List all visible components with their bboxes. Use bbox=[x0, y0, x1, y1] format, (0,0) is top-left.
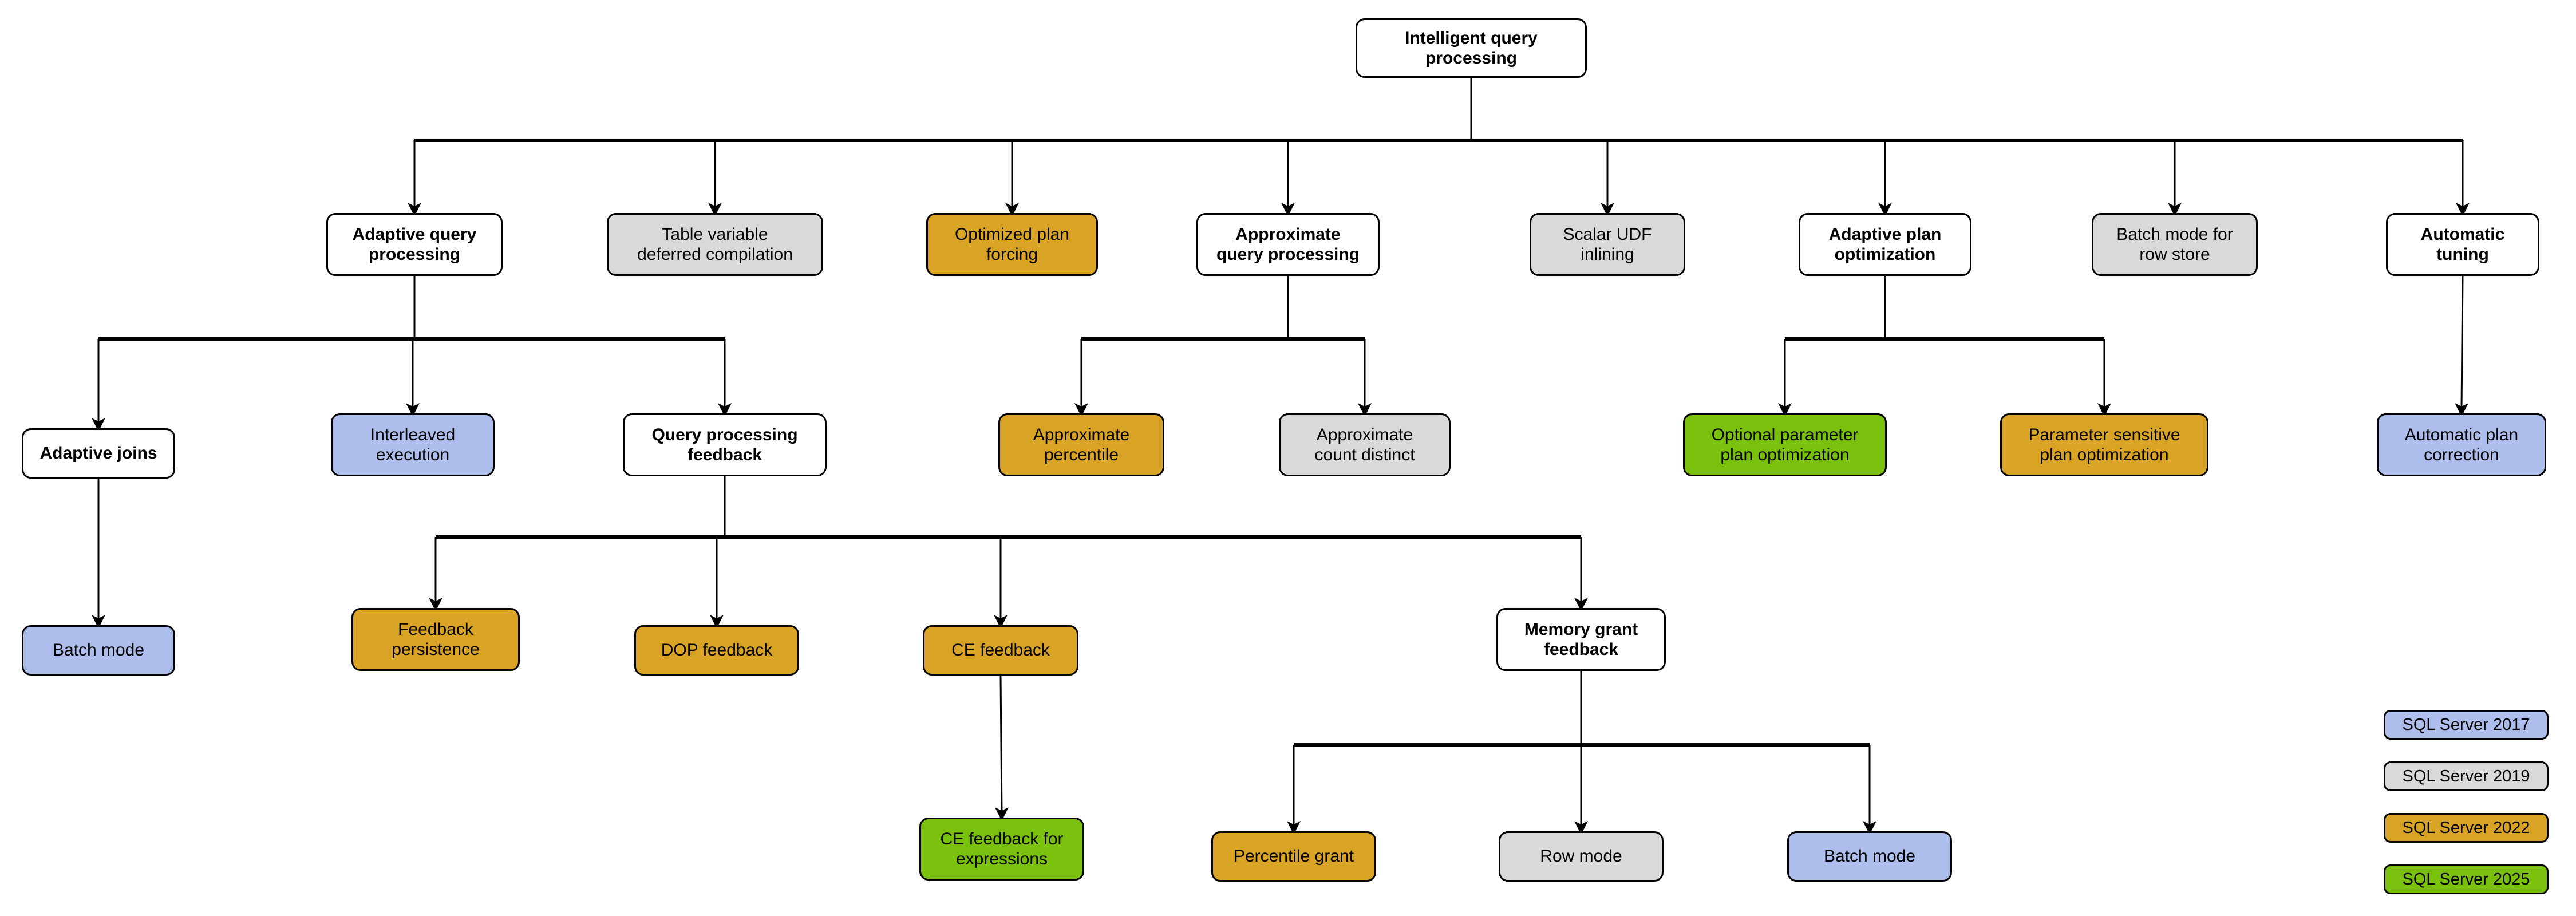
node-label: Approximate percentile bbox=[1033, 425, 1130, 464]
node-label: Table variable deferred compilation bbox=[637, 224, 793, 264]
node-label: Approximate query processing bbox=[1216, 224, 1360, 264]
node-approximate-query-processing[interactable]: Approximate query processing bbox=[1196, 213, 1380, 276]
node-label: Interleaved execution bbox=[370, 425, 456, 464]
legend-item-label: SQL Server 2017 bbox=[2402, 715, 2530, 734]
node-label: Batch mode bbox=[1823, 847, 1916, 866]
node-label: Optional parameter plan optimization bbox=[1711, 425, 1859, 464]
node-feedback-persistence[interactable]: Feedback persistence bbox=[351, 608, 520, 671]
node-batch-mode[interactable]: Batch mode bbox=[22, 625, 175, 676]
node-approximate-count-distinct[interactable]: Approximate count distinct bbox=[1279, 413, 1451, 476]
node-scalar-udf-inlining[interactable]: Scalar UDF inlining bbox=[1530, 213, 1685, 276]
legend-item-sql-server-2025: SQL Server 2025 bbox=[2384, 864, 2549, 894]
node-label: Automatic plan correction bbox=[2404, 425, 2519, 464]
node-row-mode[interactable]: Row mode bbox=[1499, 831, 1664, 882]
node-table-variable-deferred-compilation[interactable]: Table variable deferred compilation bbox=[607, 213, 823, 276]
node-label: Feedback persistence bbox=[392, 619, 480, 659]
node-label: Adaptive plan optimization bbox=[1828, 224, 1942, 264]
legend-item-sql-server-2017: SQL Server 2017 bbox=[2384, 710, 2549, 740]
node-percentile-grant[interactable]: Percentile grant bbox=[1211, 831, 1376, 882]
node-approximate-percentile[interactable]: Approximate percentile bbox=[998, 413, 1164, 476]
node-label: Memory grant feedback bbox=[1524, 619, 1638, 659]
node-root[interactable]: Intelligent query processing bbox=[1356, 18, 1587, 78]
node-ce-feedback-for-expressions[interactable]: CE feedback for expressions bbox=[919, 818, 1084, 881]
legend-item-label: SQL Server 2022 bbox=[2402, 818, 2530, 837]
node-adaptive-joins[interactable]: Adaptive joins bbox=[22, 428, 175, 479]
node-label: Batch mode for row store bbox=[2116, 224, 2233, 264]
node-label: Percentile grant bbox=[1233, 847, 1354, 866]
node-interleaved-execution[interactable]: Interleaved execution bbox=[331, 413, 495, 476]
node-adaptive-plan-optimization[interactable]: Adaptive plan optimization bbox=[1799, 213, 1971, 276]
node-memory-grant-feedback[interactable]: Memory grant feedback bbox=[1496, 608, 1666, 671]
node-label: Adaptive query processing bbox=[352, 224, 477, 264]
node-label: Optimized plan forcing bbox=[954, 224, 1070, 264]
node-label: Row mode bbox=[1540, 847, 1622, 866]
node-label: Query processing feedback bbox=[651, 425, 798, 464]
legend-item-label: SQL Server 2025 bbox=[2402, 870, 2530, 889]
node-label: Automatic tuning bbox=[2420, 224, 2505, 264]
node-optimized-plan-forcing[interactable]: Optimized plan forcing bbox=[926, 213, 1098, 276]
legend-item-sql-server-2019: SQL Server 2019 bbox=[2384, 761, 2549, 791]
node-optional-parameter-plan-optimization[interactable]: Optional parameter plan optimization bbox=[1683, 413, 1887, 476]
node-batch-mode-for-row-store[interactable]: Batch mode for row store bbox=[2092, 213, 2258, 276]
legend-item-label: SQL Server 2019 bbox=[2402, 767, 2530, 785]
node-query-processing-feedback[interactable]: Query processing feedback bbox=[623, 413, 827, 476]
node-label: Adaptive joins bbox=[39, 444, 157, 463]
node-label: Scalar UDF inlining bbox=[1563, 224, 1652, 264]
node-ce-feedback[interactable]: CE feedback bbox=[923, 625, 1078, 676]
node-adaptive-query-processing[interactable]: Adaptive query processing bbox=[326, 213, 503, 276]
node-parameter-sensitive-plan-optimization[interactable]: Parameter sensitive plan optimization bbox=[2000, 413, 2208, 476]
node-label: Intelligent query processing bbox=[1405, 28, 1538, 68]
node-automatic-tuning[interactable]: Automatic tuning bbox=[2386, 213, 2539, 276]
node-label: Batch mode bbox=[52, 641, 145, 660]
node-label: CE feedback bbox=[951, 641, 1050, 660]
node-label: Approximate count distinct bbox=[1314, 425, 1415, 464]
node-label: DOP feedback bbox=[661, 641, 773, 660]
node-automatic-plan-correction[interactable]: Automatic plan correction bbox=[2377, 413, 2546, 476]
node-dop-feedback[interactable]: DOP feedback bbox=[634, 625, 799, 676]
node-batch-mode-mgf[interactable]: Batch mode bbox=[1787, 831, 1952, 882]
node-label: Parameter sensitive plan optimization bbox=[2028, 425, 2180, 464]
legend-item-sql-server-2022: SQL Server 2022 bbox=[2384, 813, 2549, 843]
node-label: CE feedback for expressions bbox=[940, 829, 1064, 868]
